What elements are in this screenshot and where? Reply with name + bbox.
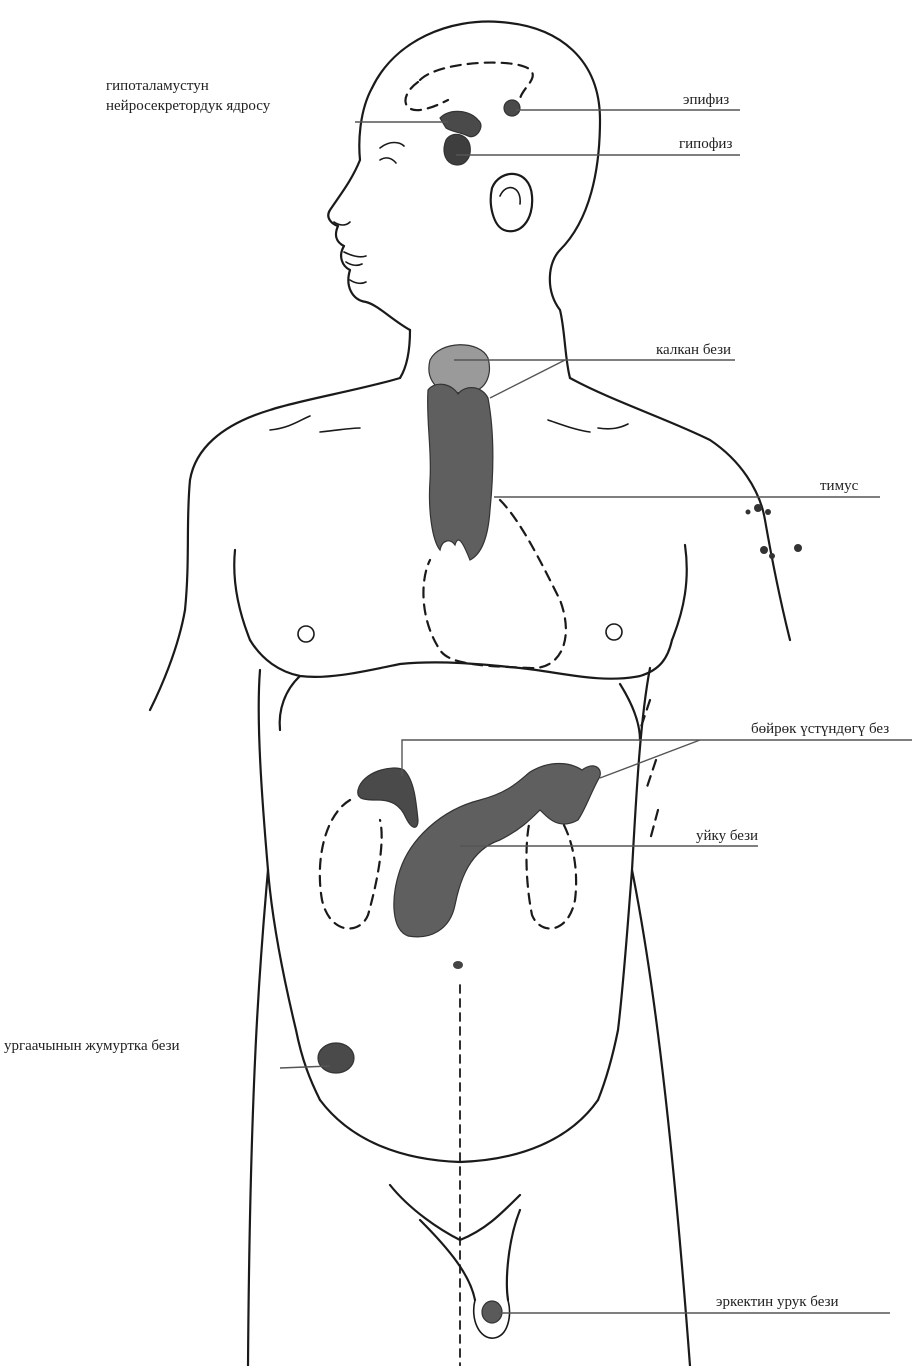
outer-right-body (632, 870, 690, 1366)
label-pituitary: гипофиз (679, 134, 732, 154)
ear (491, 174, 532, 231)
ovary-gland (318, 1043, 354, 1073)
eyebrow (380, 143, 404, 149)
abdomen-right (598, 668, 650, 1100)
thymus-gland (428, 384, 493, 560)
inner-leg-right (507, 1210, 520, 1300)
abdomen-left (259, 670, 320, 1100)
rib-curve-left (280, 676, 300, 730)
testis-gland (482, 1301, 502, 1323)
label-hypothalamus-line1: гипоталамустун (106, 76, 209, 96)
kidney-left-outline (320, 800, 382, 929)
chest-lower (250, 640, 672, 679)
collarbone-left (270, 416, 360, 432)
leader-adrenal-b (600, 740, 700, 778)
label-thyroid: калкан бези (656, 340, 731, 360)
pancreas-gland (394, 764, 600, 937)
leader-adrenal-a (402, 740, 912, 776)
outer-left-body (248, 870, 268, 1366)
hypothalamus-gland (440, 111, 481, 136)
face-profile (328, 88, 410, 330)
label-pancreas: уйку бези (696, 826, 758, 846)
torso-right-inner (672, 545, 687, 640)
groin-line (390, 1185, 520, 1240)
pituitary-gland (444, 134, 470, 165)
label-hypothalamus-line2: нейросекретордук ядросу (106, 96, 270, 116)
torso-left-inner (234, 550, 250, 640)
label-ovary: ургаачынын жумуртка бези (4, 1036, 180, 1056)
label-epiphysis: эпифиз (683, 90, 729, 110)
navel (453, 961, 463, 969)
chin-line (350, 280, 366, 283)
ear-inner (500, 188, 520, 204)
neck-left (400, 330, 410, 378)
shoulder-left (185, 378, 400, 610)
abdomen-lower (320, 1100, 598, 1162)
adrenal-left-gland (358, 768, 418, 827)
label-thymus: тимус (820, 476, 858, 496)
lymph-dots (746, 504, 803, 559)
epiphysis-gland (504, 100, 520, 116)
leader-thyroid-b (490, 360, 565, 398)
collarbone-right (548, 420, 628, 432)
rib-curve-right (620, 684, 640, 740)
flank-dashes (640, 700, 658, 840)
eye (380, 158, 396, 163)
arm-left (150, 610, 185, 710)
mouth (344, 252, 366, 265)
head-outline (372, 22, 600, 378)
label-testis: эркектин урук бези (716, 1292, 839, 1312)
label-adrenal: бөйрөк үстүндөгү без (751, 719, 889, 739)
nipple-left (298, 626, 314, 642)
nipple-right (606, 624, 622, 640)
